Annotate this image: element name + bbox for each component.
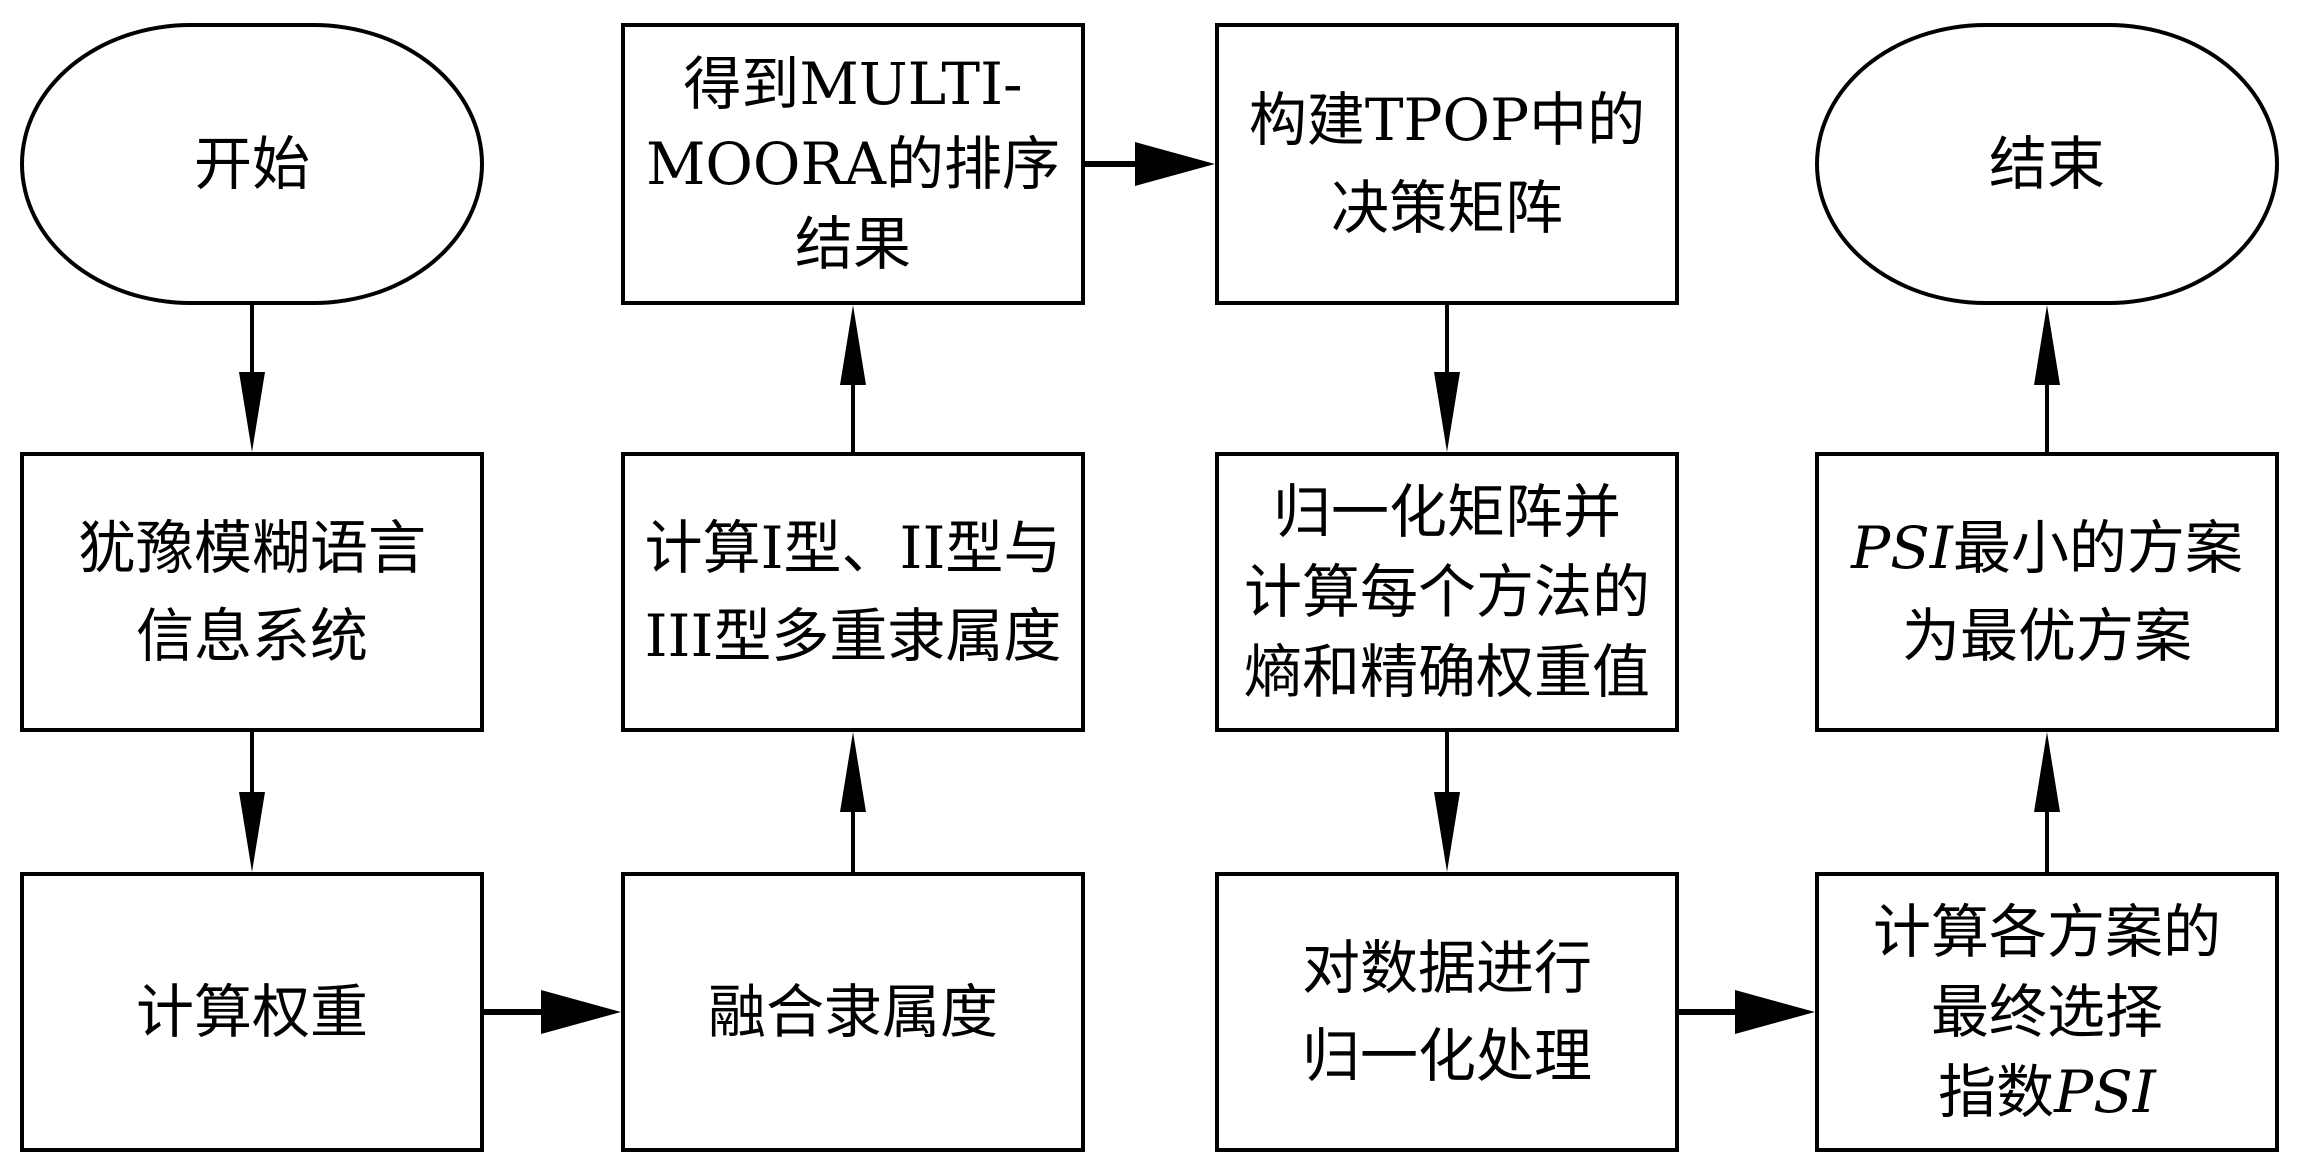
compute-psi-label-line: 指数PSI [1938,1058,2156,1126]
compute-psi-label-line: 最终选择 [1930,978,2163,1046]
arrowhead-icon [541,990,621,1034]
end-node: 结束 [1815,23,2279,305]
arrowhead-icon [2034,305,2060,385]
italic-term: PSI [1851,514,1953,582]
arrowhead-icon [2034,732,2060,812]
compute-multi-membership-label: 计算I型、II型与 III型多重隶属度 [645,504,1062,680]
fuse-membership-label-line: 融合隶属度 [707,978,998,1046]
arrowhead-icon [1434,372,1460,452]
normalize-data-label-line: 对数据进行 [1301,934,1592,1002]
hesitant-info-system-node: 犹豫模糊语言信息系统 [20,452,484,732]
arrowhead-icon [239,792,265,872]
compute-psi-node: 计算各方案的最终选择指数PSI [1815,872,2279,1152]
fuse-membership-label: 融合隶属度 [708,968,998,1056]
end-label: 结束 [1989,120,2105,208]
multimoora-ranking-label-line: 得到MULTI- [683,50,1023,118]
normalize-entropy-weights-label: 归一化矩阵并计算每个方法的熵和精确权重值 [1244,472,1650,712]
compute-multi-membership-node: 计算I型、II型与 III型多重隶属度 [621,452,1085,732]
arrowhead-icon [239,372,265,452]
start-label-line: 开始 [193,130,310,198]
arrowhead-icon [840,305,866,385]
min-psi-optimal-label: PSI最小的方案为最优方案 [1851,504,2243,680]
compute-weights-node: 计算权重 [20,872,484,1152]
compute-weights-label: 计算权重 [136,968,368,1056]
hesitant-info-system-label-line: 信息系统 [135,602,368,670]
compute-multi-membership-label-line: 计算I型、II型与 [644,514,1062,582]
multimoora-ranking-label: 得到MULTI- MOORA的排序结果 [646,44,1060,284]
compute-psi-label: 计算各方案的最终选择指数PSI [1873,892,2221,1132]
arrowhead-icon [1735,990,1815,1034]
tpop-decision-matrix-node: 构建TPOP中的决策矩阵 [1215,23,1679,305]
hesitant-info-system-label-line: 犹豫模糊语言 [77,514,426,582]
start-label: 开始 [194,120,310,208]
start-node: 开始 [20,23,484,305]
compute-psi-label-line: 计算各方案的 [1872,898,2221,966]
compute-multi-membership-label-line: III型多重隶属度 [644,602,1062,670]
normalize-data-label: 对数据进行归一化处理 [1302,924,1592,1100]
compute-weights-label-line: 计算权重 [135,978,368,1046]
min-psi-optimal-label-line: PSI最小的方案 [1851,514,2243,582]
tpop-decision-matrix-label-line: 决策矩阵 [1330,174,1563,242]
min-psi-optimal-label-line: 为最优方案 [1901,602,2192,670]
normalize-entropy-weights-label-line: 归一化矩阵并 [1272,478,1621,546]
normalize-entropy-weights-node: 归一化矩阵并计算每个方法的熵和精确权重值 [1215,452,1679,732]
hesitant-info-system-label: 犹豫模糊语言信息系统 [78,504,426,680]
multimoora-ranking-label-line: 结果 [794,210,911,278]
normalize-data-node: 对数据进行归一化处理 [1215,872,1679,1152]
multimoora-ranking-node: 得到MULTI- MOORA的排序结果 [621,23,1085,305]
min-psi-optimal-node: PSI最小的方案为最优方案 [1815,452,2279,732]
tpop-decision-matrix-label: 构建TPOP中的决策矩阵 [1249,76,1645,252]
normalize-entropy-weights-label-line: 熵和精确权重值 [1243,638,1650,706]
arrowhead-icon [1135,142,1215,186]
tpop-decision-matrix-label-line: 构建TPOP中的 [1248,86,1646,154]
end-label-line: 结束 [1988,130,2105,198]
normalize-data-label-line: 归一化处理 [1301,1022,1592,1090]
arrowhead-icon [1434,792,1460,872]
normalize-entropy-weights-label-line: 计算每个方法的 [1243,558,1650,626]
multimoora-ranking-label-line: MOORA的排序 [645,130,1061,198]
italic-term: PSI [2054,1058,2156,1126]
fuse-membership-node: 融合隶属度 [621,872,1085,1152]
arrowhead-icon [840,732,866,812]
